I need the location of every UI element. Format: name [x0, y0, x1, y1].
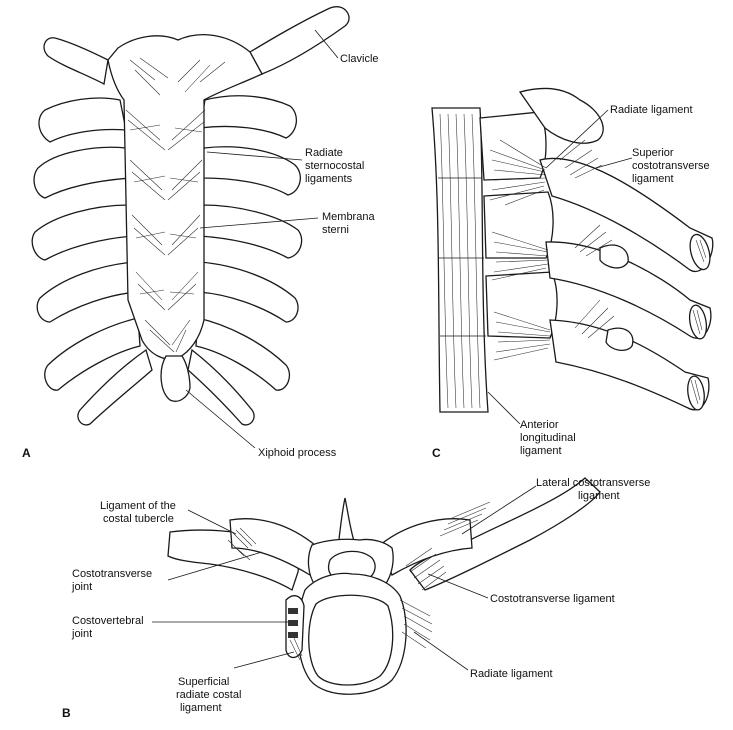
right-ribs: [187, 95, 303, 426]
costal-tubercle-hatching: [227, 501, 491, 661]
left-ribs: [31, 97, 153, 426]
panel-letter-b: B: [62, 706, 71, 720]
membrana-sterni-hatching: [125, 57, 226, 353]
rib-b-right: [409, 477, 601, 591]
label-radiate-ligament-b: Radiate ligament: [470, 668, 553, 680]
panel-letter-a: A: [22, 446, 31, 460]
panel-letter-c: C: [432, 446, 441, 460]
clavicle-left: [43, 37, 109, 85]
spinous-process: [337, 497, 357, 549]
sternum: [107, 34, 263, 360]
longitudinal-striations: [439, 113, 481, 409]
radiate-ligament-fans: [489, 139, 615, 361]
label-costotransverse-ligament: Costotransverse ligament: [490, 593, 615, 605]
xiphoid-process: [160, 355, 191, 402]
label-xiphoid: Xiphoid process: [258, 447, 337, 459]
clavicle-right: [249, 6, 350, 75]
label-clavicle: Clavicle: [340, 53, 379, 65]
label-radiate-ligament-c: Radiate ligament: [610, 104, 693, 116]
